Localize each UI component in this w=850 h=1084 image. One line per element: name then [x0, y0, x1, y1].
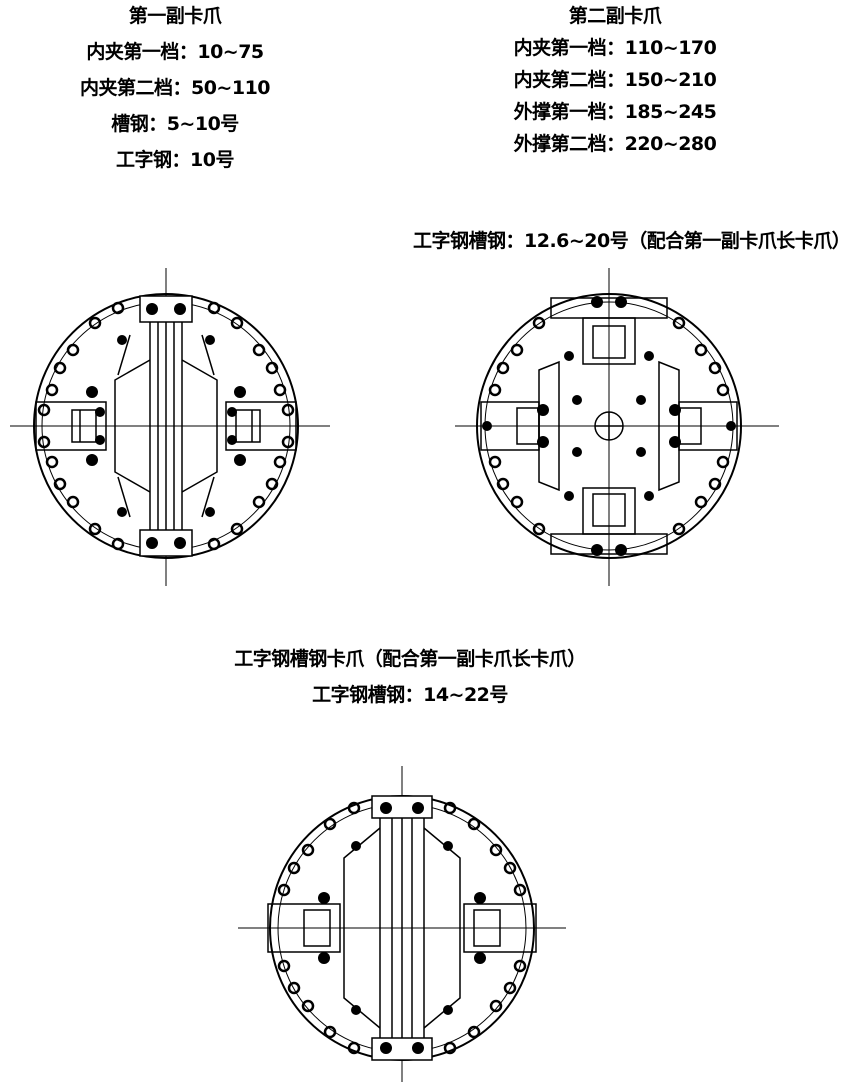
jaw-set-2-line-3: 外撑第一档：185~245: [513, 101, 717, 123]
jaw-set-1-line-4: 工字钢：10号: [116, 149, 234, 171]
jaw-set-1-title: 第一副卡爪: [128, 5, 222, 27]
jaw-set-1-line-1: 内夹第一档：10~75: [86, 41, 264, 63]
jaw-set-1-line-2: 内夹第二档：50~110: [79, 77, 271, 99]
jaw-set-2-line-4: 外撑第二档：220~280: [513, 133, 717, 155]
chuck-drawing-jaw-set-3: [238, 766, 566, 1082]
jaw-set-2-caption: 第二副卡爪 内夹第一档：110~170 内夹第二档：150~210 外撑第一档：…: [500, 5, 730, 165]
jaw-set-3-caption: 工字钢槽钢卡爪（配合第一副卡爪长卡爪） 工字钢槽钢：14~22号: [180, 648, 640, 720]
chuck-drawing-jaw-set-1: [10, 268, 330, 586]
jaw-set-2-line-1: 内夹第一档：110~170: [513, 37, 717, 59]
jaw-set-2-title: 第二副卡爪: [568, 5, 662, 27]
chuck-drawing-jaw-set-2: [455, 268, 779, 586]
jaw-set-3-title: 工字钢槽钢卡爪（配合第一副卡爪长卡爪）: [234, 648, 586, 670]
jaw-set-2-line-2: 内夹第二档：150~210: [513, 69, 717, 91]
jaw-set-3-line-1: 工字钢槽钢：14~22号: [312, 684, 508, 706]
jaw-set-2-note: 工字钢槽钢：12.6~20号（配合第一副卡爪长卡爪）: [413, 230, 850, 252]
jaw-set-1-caption: 第一副卡爪 内夹第一档：10~75 内夹第二档：50~110 槽钢：5~10号 …: [60, 5, 290, 185]
jaw-set-1-line-3: 槽钢：5~10号: [111, 113, 239, 135]
